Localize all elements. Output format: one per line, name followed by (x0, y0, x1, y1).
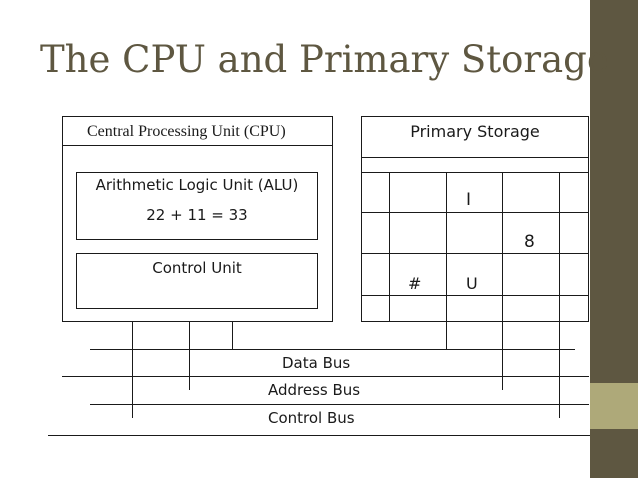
storage-box (361, 116, 589, 322)
storage-cell-i: I (466, 190, 472, 210)
alu-expression: 22 + 11 = 33 (146, 206, 248, 224)
control-unit-box (76, 253, 318, 309)
address-bus-label: Address Bus (268, 381, 361, 399)
slide-title: The CPU and Primary Storage (40, 38, 609, 81)
control-bus-label: Control Bus (268, 409, 355, 427)
cell-gap (447, 173, 502, 212)
cpu-storage-diagram (48, 116, 590, 436)
cell-gap (390, 254, 446, 295)
storage-cell-hash: # (408, 274, 422, 293)
cell-gap (503, 254, 558, 295)
control-unit-label: Control Unit (152, 259, 242, 277)
data-bus-label: Data Bus (282, 354, 351, 372)
cell-gap (447, 213, 502, 253)
alu-label: Arithmetic Logic Unit (ALU) (95, 176, 299, 194)
storage-cell-u: U (466, 274, 478, 293)
storage-cell-8: 8 (524, 232, 535, 252)
sidebar-accent-block (590, 383, 638, 429)
cpu-label: Central Processing Unit (CPU) (87, 123, 286, 140)
cpu-box (62, 116, 333, 322)
storage-label: Primary Storage (410, 122, 540, 141)
alu-box (76, 172, 318, 240)
